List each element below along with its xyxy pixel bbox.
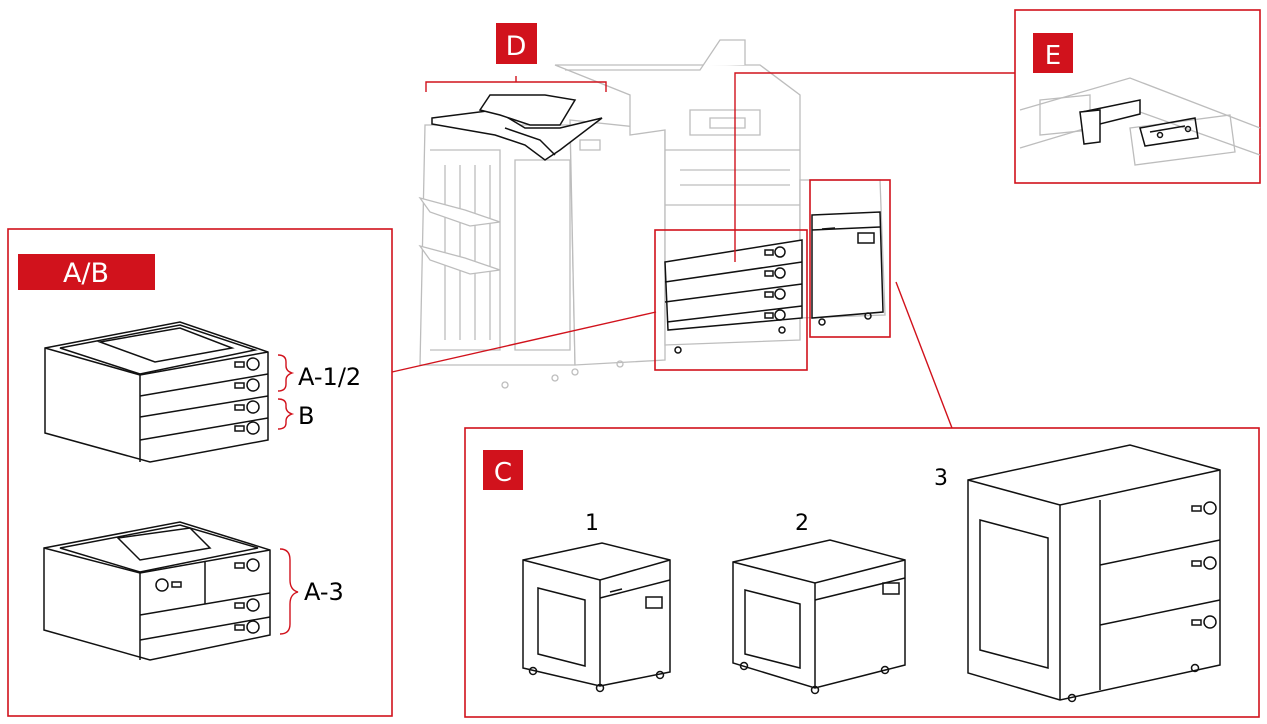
- frame-paper-deck: [809, 179, 891, 338]
- label-a12: A-1/2: [298, 363, 361, 391]
- label-deck-1: 1: [585, 511, 599, 536]
- callout-e: E: [1014, 9, 1261, 184]
- high-capacity-cassette-unit: [43, 521, 271, 661]
- brace-a3: [279, 548, 299, 635]
- tag-c: [483, 450, 523, 490]
- brace-b: [277, 398, 295, 430]
- tag-ab: [18, 254, 155, 290]
- leader-e: [734, 72, 1015, 262]
- paper-deck-2: [732, 539, 906, 695]
- frame-cassette-unit: [654, 229, 808, 371]
- stopper-detail: [1019, 77, 1261, 166]
- paper-deck-1: [522, 542, 671, 693]
- tag-ab-label: A/B: [63, 258, 109, 289]
- highlight-cassette-unit: [664, 239, 803, 354]
- leader-ab: [391, 311, 657, 373]
- brace-a12: [277, 354, 295, 392]
- callout-d: D: [496, 23, 537, 64]
- highlight-output-tray: [431, 94, 603, 161]
- leader-c: [895, 281, 953, 429]
- tag-e-label: E: [1045, 41, 1061, 71]
- paper-deck-3: [967, 444, 1221, 703]
- tag-d-label: D: [506, 31, 527, 62]
- label-a3: A-3: [304, 578, 344, 606]
- callout-ab: A/B A-1/2 B: [7, 228, 393, 717]
- bracket-output-tray: [425, 76, 607, 92]
- tag-c-label: C: [494, 458, 512, 488]
- label-b: B: [298, 402, 314, 430]
- tag-d: [496, 23, 537, 64]
- cassette-unit-4-drawer: [44, 321, 269, 463]
- callout-c: C 1 2 3: [464, 427, 1260, 718]
- label-deck-3: 3: [934, 466, 948, 491]
- label-deck-2: 2: [795, 511, 809, 536]
- main-printer: [418, 39, 886, 389]
- tag-e: [1033, 33, 1073, 73]
- highlight-paper-deck: [811, 211, 884, 326]
